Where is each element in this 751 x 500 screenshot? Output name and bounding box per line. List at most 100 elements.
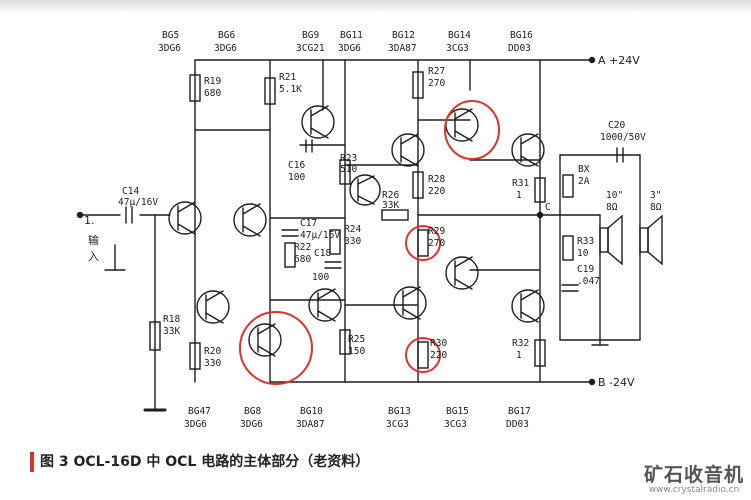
watermark-url: www.crystalradio.cn — [648, 485, 740, 495]
label-c20-ref: C20 — [608, 120, 625, 131]
label-r19-ref: R19 — [204, 76, 221, 87]
resistor-r19 — [189, 74, 201, 102]
label-bg47-type: 3DG6 — [184, 419, 207, 430]
label-bg5-type: 3DG6 — [158, 43, 181, 54]
label-r31-val: 1 — [516, 190, 522, 201]
resistor-r33 — [562, 235, 574, 261]
label-bg11-ref: BG11 — [340, 30, 363, 41]
label-input-1: 输 — [88, 233, 99, 247]
label-bg15-ref: BG15 — [446, 406, 469, 417]
label-bg6-type: 3DG6 — [214, 43, 237, 54]
label-r27-ref: R27 — [428, 66, 445, 77]
caption-text: OCL-16D 中 OCL 电路的主体部分（老资料） — [73, 454, 370, 470]
capacitor-c16 — [305, 139, 313, 153]
label-bg16-type: DD03 — [508, 43, 531, 54]
label-r25-ref: R25 — [348, 334, 365, 345]
label-fuse-val: 2A — [578, 176, 590, 187]
resistor-r25 — [339, 329, 351, 355]
label-c19-ref: C19 — [577, 264, 594, 275]
label-r30-ref: R30 — [430, 338, 447, 349]
label-fuse-ref: BX — [578, 164, 590, 175]
highlight-circle-bg8 — [239, 311, 313, 385]
label-bg17-type: DD03 — [506, 419, 529, 430]
terminal-c — [536, 211, 544, 219]
transistor-bg12 — [391, 133, 425, 167]
label-r31-ref: R31 — [512, 178, 529, 189]
highlight-circle-r29 — [405, 225, 441, 261]
label-speaker1-ohm: 8Ω — [606, 202, 618, 213]
label-c18-val: 100 — [312, 272, 329, 283]
label-r30-val: 220 — [430, 350, 447, 361]
label-input-number: 1. — [84, 214, 95, 227]
resistor-r26 — [381, 209, 409, 221]
label-bg10-ref: BG10 — [300, 406, 323, 417]
label-output-node: C — [545, 202, 551, 213]
label-r26-val: 33K — [382, 200, 399, 211]
label-r23-val: 510 — [340, 164, 357, 175]
speaker-10in — [599, 214, 623, 266]
transistor-bg8 — [248, 323, 282, 357]
label-speaker2-size: 3" — [650, 190, 661, 201]
resistor-r22 — [284, 242, 296, 268]
label-r18-ref: R18 — [163, 314, 180, 325]
fuse-bx — [562, 174, 574, 198]
figure-caption: 图 3 OCL-16D 中 OCL 电路的主体部分（老资料） — [40, 452, 369, 472]
transistor-bg11 — [349, 174, 381, 206]
caption-accent-bar — [30, 452, 34, 472]
transistor-bg13 — [393, 286, 427, 320]
resistor-r20 — [189, 342, 201, 370]
watermark-title: 矿石收音机 — [643, 464, 744, 486]
label-c18-ref: C18 — [314, 248, 331, 259]
label-bg6-ref: BG6 — [218, 30, 235, 41]
label-speaker1-size: 10" — [606, 190, 623, 201]
capacitor-c19 — [561, 284, 579, 292]
label-c19-val: .047 — [577, 276, 600, 287]
transistor-bg9 — [301, 105, 335, 139]
resistor-r18 — [149, 321, 161, 351]
label-c17-ref: C17 — [300, 218, 317, 229]
label-c14-ref: C14 — [122, 186, 139, 197]
highlight-circle-bg14 — [444, 100, 500, 160]
label-bg12-type: 3DA87 — [388, 43, 417, 54]
label-r24-val: 330 — [344, 236, 361, 247]
label-bg15-type: 3CG3 — [444, 419, 467, 430]
label-c20-val: 1000/50V — [600, 132, 646, 143]
terminal-b — [588, 378, 596, 386]
label-r19-val: 680 — [204, 88, 221, 99]
resistor-r32 — [534, 339, 546, 367]
label-r20-val: 330 — [204, 358, 221, 369]
transistor-bg6 — [233, 203, 267, 237]
label-r20-ref: R20 — [204, 346, 221, 357]
resistor-r24 — [329, 229, 341, 255]
capacitor-c14 — [125, 206, 133, 224]
label-bg17-ref: BG17 — [508, 406, 531, 417]
label-bg47-ref: BG47 — [188, 406, 211, 417]
label-c14-val: 47μ/16V — [118, 197, 158, 208]
label-r21-ref: R21 — [279, 72, 296, 83]
label-r23-ref: R23 — [340, 153, 357, 164]
highlight-circle-r30 — [405, 337, 441, 373]
label-speaker2-ohm: 8Ω — [650, 202, 662, 213]
speaker-3in — [639, 214, 663, 266]
resistor-r29 — [417, 229, 429, 257]
transistor-bg14 — [445, 108, 479, 142]
transistor-bg16 — [511, 133, 545, 167]
transistor-bg15 — [445, 256, 479, 290]
transistor-bg10 — [308, 288, 342, 322]
label-r26-ref: R26 — [382, 190, 399, 201]
label-bg8-type: 3DG6 — [240, 419, 263, 430]
capacitor-c20 — [616, 147, 624, 163]
label-bg12-ref: BG12 — [392, 30, 415, 41]
label-bg11-type: 3DG6 — [338, 43, 361, 54]
label-r18-val: 33K — [163, 326, 180, 337]
label-bg5-ref: BG5 — [162, 30, 179, 41]
label-bg14-ref: BG14 — [448, 30, 471, 41]
label-r27-val: 270 — [428, 78, 445, 89]
label-bg9-ref: BG9 — [302, 30, 319, 41]
resistor-r21 — [264, 77, 276, 105]
schematic: A +24V B -24V C 1. 输 入 BG5 3DG6 BG6 3DG6… — [76, 30, 663, 430]
resistor-r31 — [534, 177, 546, 203]
label-negative-rail: B -24V — [598, 376, 635, 389]
label-bg13-type: 3CG3 — [386, 419, 409, 430]
label-c16-ref: C16 — [288, 160, 305, 171]
